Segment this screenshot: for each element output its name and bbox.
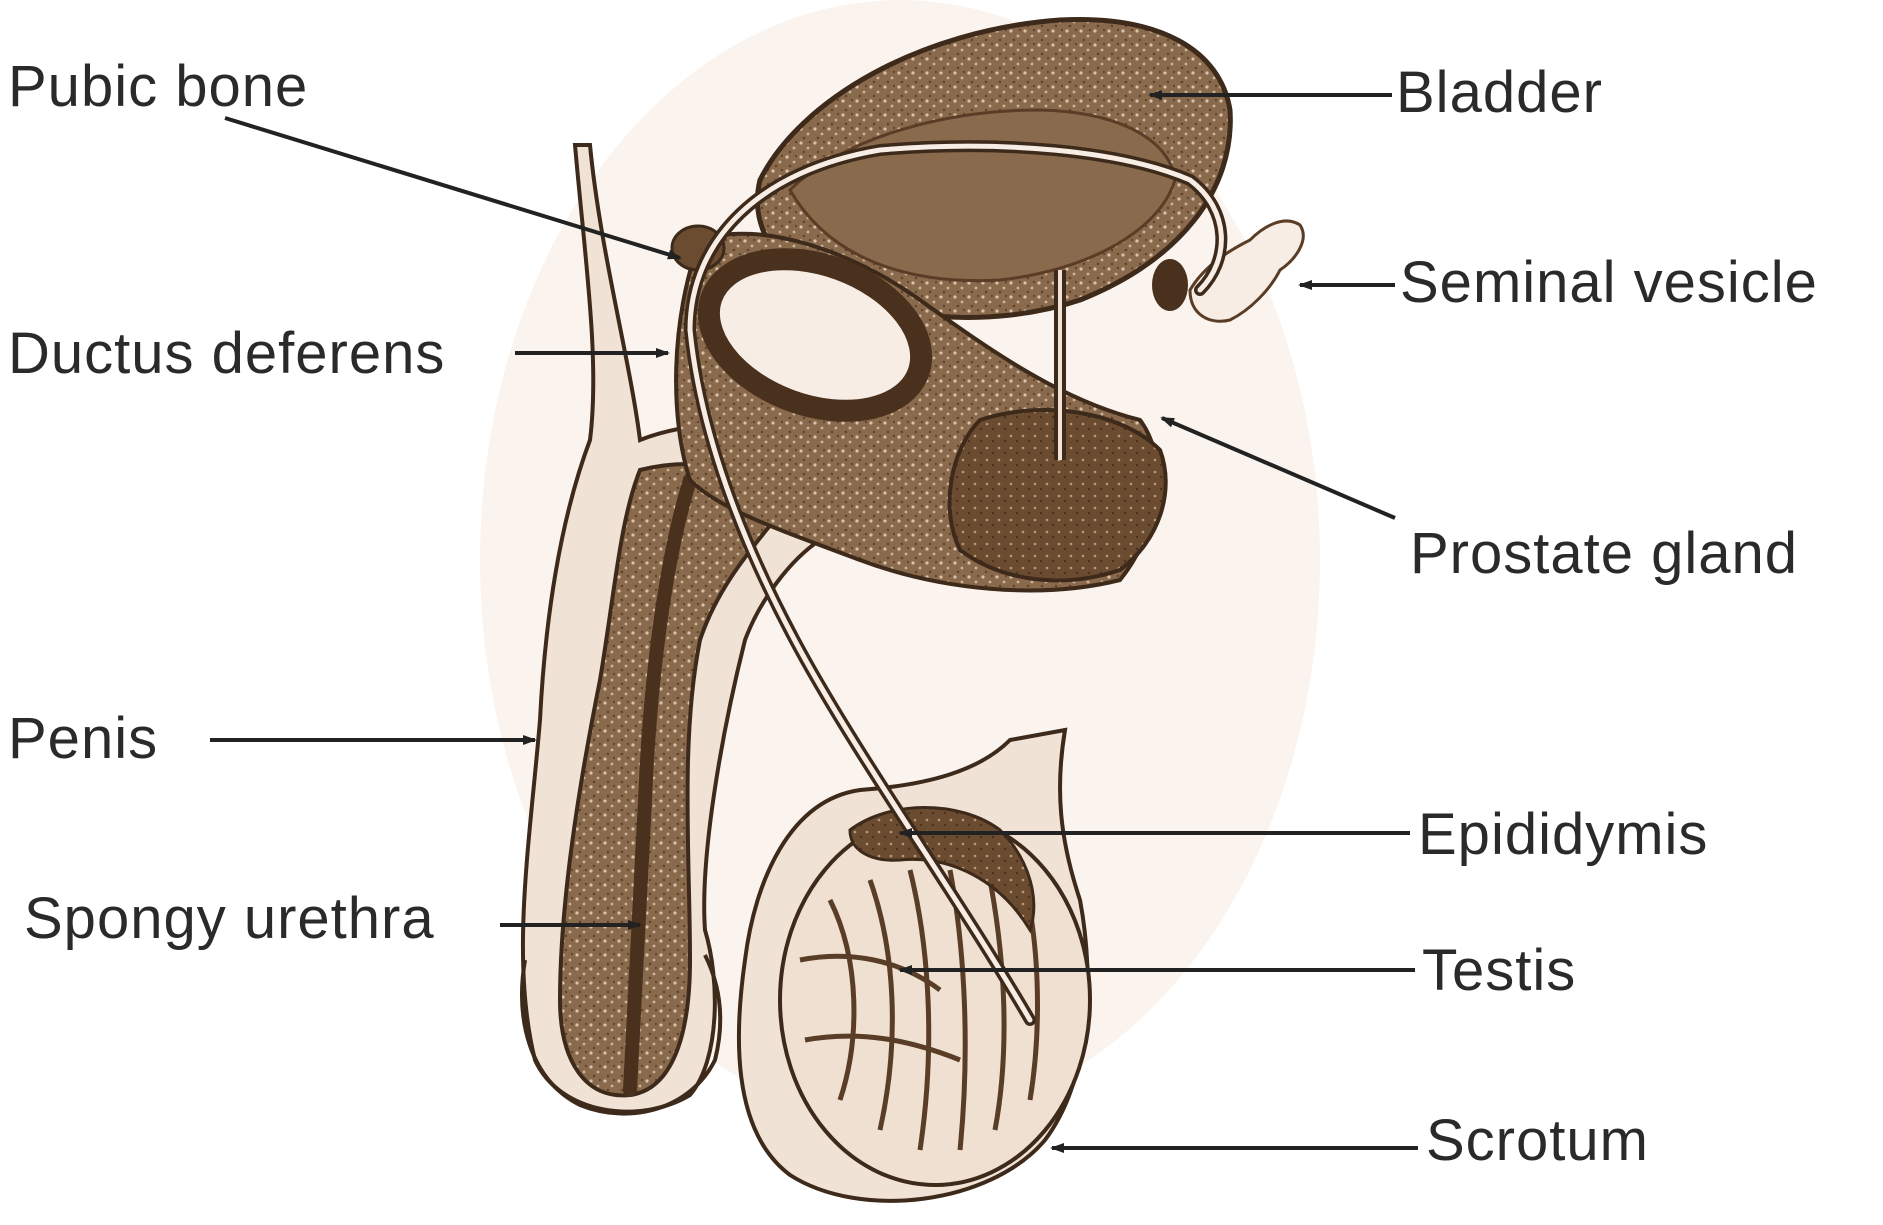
label-scrotum: Scrotum: [1426, 1112, 1649, 1170]
label-seminal-vesicle: Seminal vesicle: [1400, 254, 1818, 312]
label-prostate-gland: Prostate gland: [1410, 525, 1798, 583]
label-ductus-deferens: Ductus deferens: [8, 325, 445, 383]
label-bladder: Bladder: [1396, 64, 1603, 122]
label-spongy-urethra: Spongy urethra: [24, 890, 435, 948]
seminal-vesicle-base: [1152, 259, 1188, 311]
label-penis: Penis: [8, 710, 158, 768]
label-testis: Testis: [1422, 942, 1576, 1000]
label-epididymis: Epididymis: [1418, 806, 1708, 864]
label-pubic-bone: Pubic bone: [8, 58, 308, 116]
